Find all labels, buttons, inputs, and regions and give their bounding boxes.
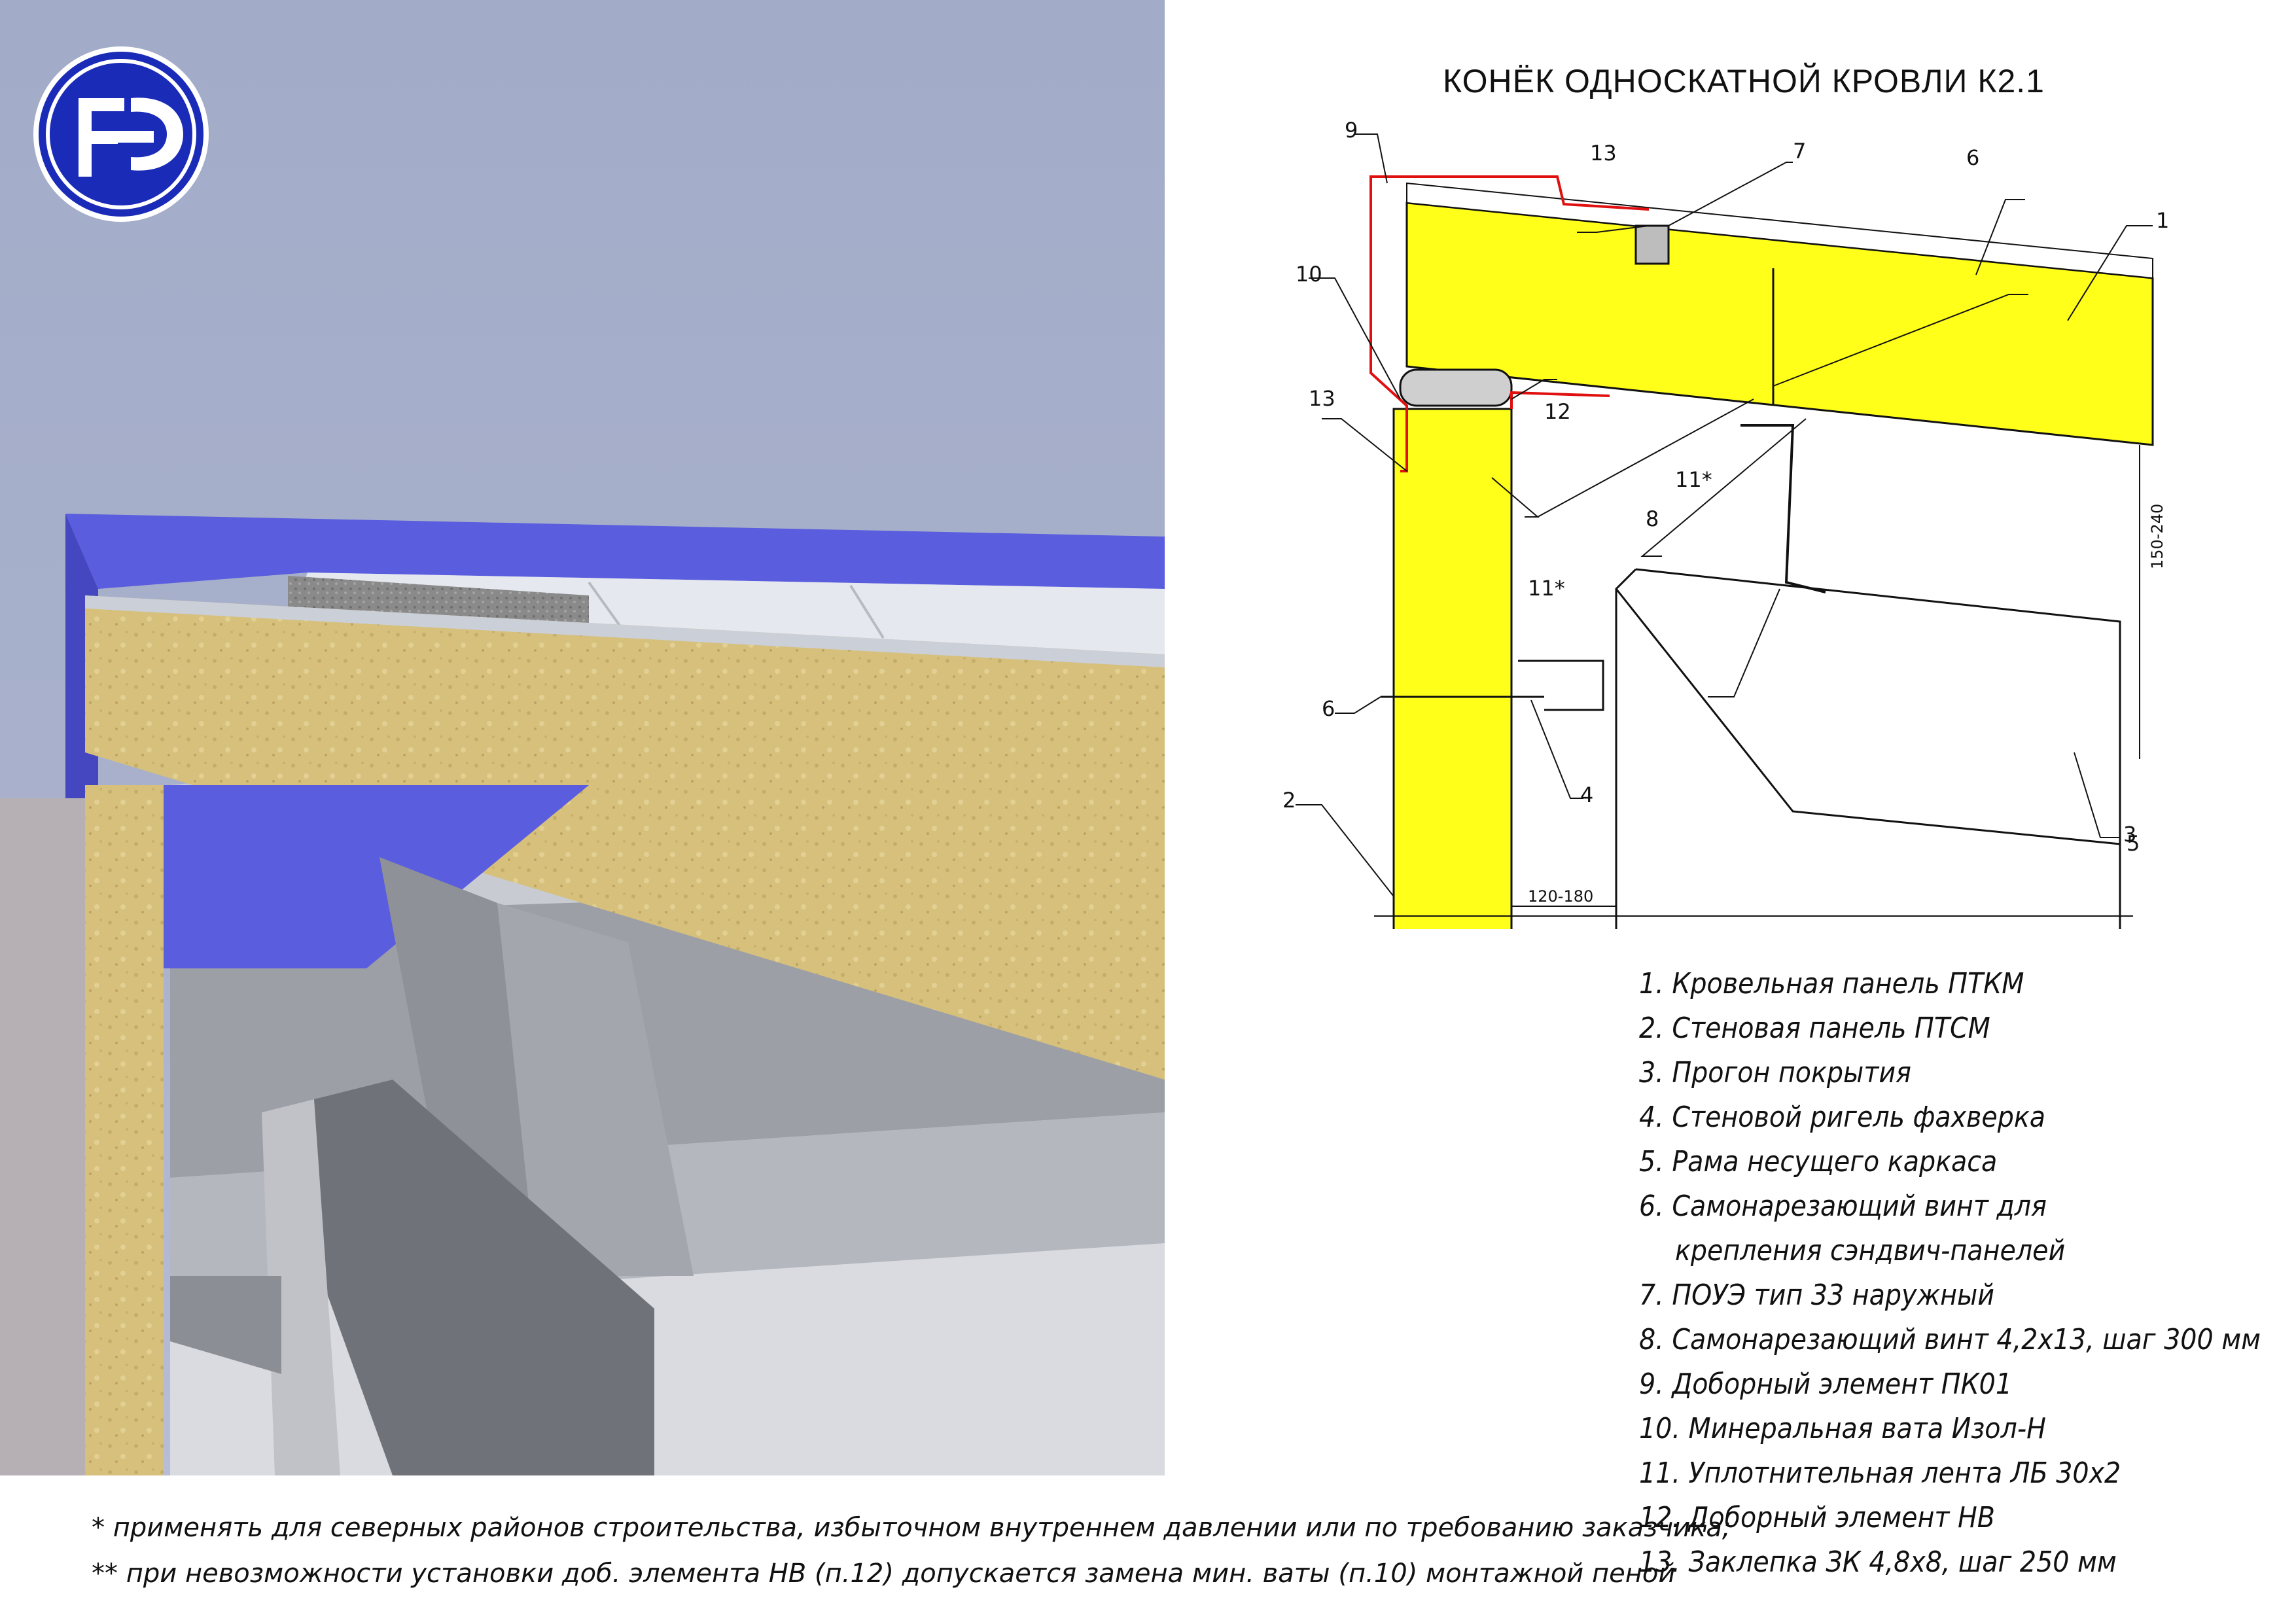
dimension-panel-thickness: 150-240	[2148, 504, 2166, 569]
callout-10: 10	[1296, 262, 1322, 287]
legend-item: 1. Кровельная панель ПТКМ	[1639, 967, 2024, 1000]
company-emblem-icon	[33, 46, 209, 222]
callout-3: 3	[2123, 822, 2136, 847]
legend-item: 13. Заклепка ЗК 4,8х8, шаг 250 мм	[1639, 1545, 2117, 1579]
3d-render-illustration	[0, 0, 1165, 1475]
callout-12: 12	[1544, 399, 1571, 424]
callout-4: 4	[1580, 783, 1593, 807]
callout-2: 2	[1282, 788, 1296, 813]
callout-13-left: 13	[1309, 386, 1335, 411]
callout-6-wall: 6	[1322, 696, 1335, 721]
legend-item: 10. Минеральная вата Изол-Н	[1639, 1412, 2046, 1445]
callout-5: 5	[2127, 831, 2140, 856]
wall-girt	[1518, 660, 1604, 711]
ridge-flashing	[1369, 175, 1650, 472]
legend-item: 9. Доборный элемент ПК01	[1639, 1368, 2013, 1401]
inner-flashing	[1510, 391, 1610, 409]
callout-11-wall: 11*	[1528, 576, 1565, 601]
drawing-title: КОНЁК ОДНОСКАТНОЙ КРОВЛИ К2.1	[1443, 63, 2045, 99]
callout-11-roof: 11*	[1675, 467, 1712, 492]
ridge-section-drawing: 1 2 3 4 5 6 6 7 8 9 10 11* 11* 12 13 13 …	[1282, 118, 2169, 929]
frame-rafter	[1635, 568, 2121, 929]
legend-item: 6. Самонарезающий винт для	[1639, 1190, 2047, 1223]
mineral-wool-seal	[1399, 368, 1513, 407]
dimension-wall-offset: 120-180	[1528, 887, 1593, 906]
legend-item: 3. Прогон покрытия	[1639, 1056, 1911, 1089]
callout-6-roof: 6	[1966, 145, 1979, 170]
legend-item-continuation: крепления сэндвич-панелей	[1675, 1234, 2066, 1267]
footnotes: * применять для северных районов строите…	[92, 1505, 1731, 1597]
legend-item: 5. Рама несущего каркаса	[1639, 1145, 1998, 1178]
legend-item: 8. Самонарезающий винт 4,2х13, шаг 300 м…	[1639, 1323, 2261, 1356]
legend-item: 4. Стеновой ригель фахверка	[1639, 1101, 2046, 1134]
callout-1: 1	[2156, 208, 2169, 233]
footnote-single-asterisk: * применять для северных районов строите…	[92, 1513, 1731, 1543]
purlin	[1740, 424, 1826, 593]
legend-item: 11. Уплотнительная лента ЛБ 30х2	[1639, 1456, 2121, 1490]
foam-seal	[1634, 224, 1670, 265]
callout-13-top: 13	[1590, 141, 1617, 166]
parts-legend: 1. Кровельная панель ПТКМ 2. Стеновая па…	[1639, 962, 2261, 1585]
callout-9: 9	[1345, 118, 1358, 143]
legend-item: 2. Стеновая панель ПТСМ	[1639, 1012, 1990, 1045]
footnote-double-asterisk: ** при невозможности установки доб. элем…	[92, 1559, 1676, 1589]
legend-item: 12. Доборный элемент НВ	[1639, 1501, 1995, 1534]
wall-panel	[1392, 408, 1513, 929]
callout-7: 7	[1793, 139, 1806, 164]
callout-8: 8	[1646, 506, 1659, 531]
legend-item: 7. ПОУЭ тип 33 наружный	[1639, 1279, 1994, 1312]
